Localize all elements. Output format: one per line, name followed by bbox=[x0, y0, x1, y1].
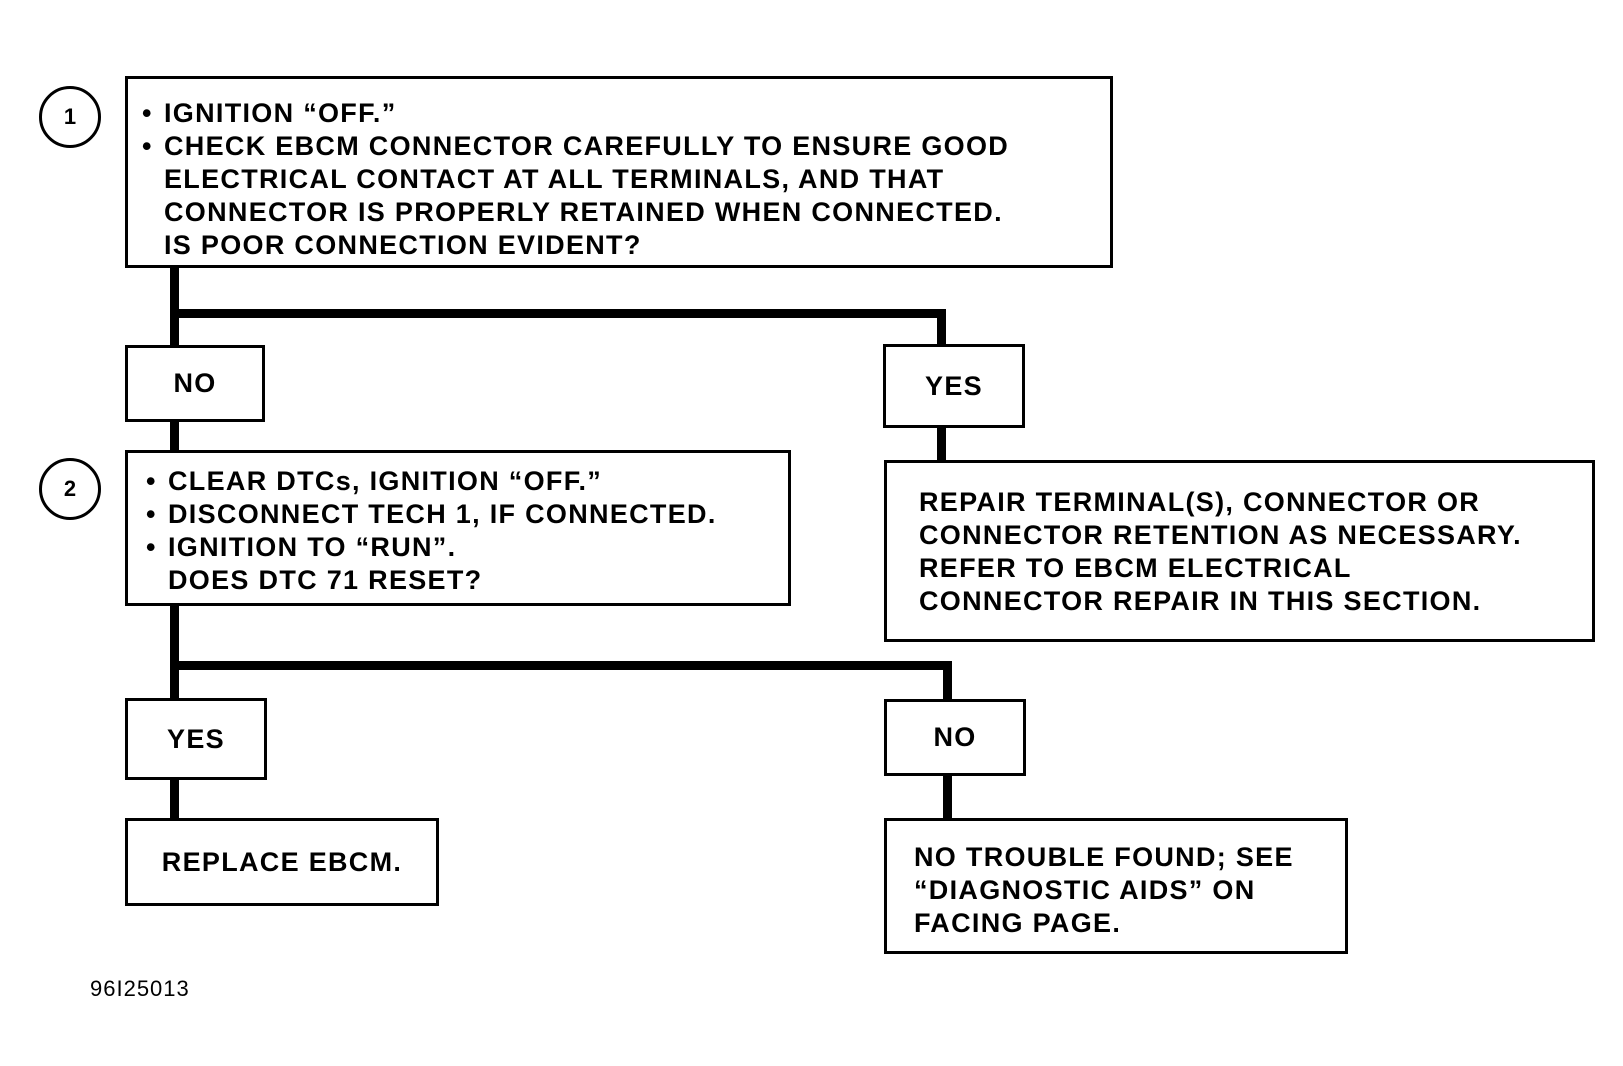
step-2-text: CLEAR DTCs, IGNITION “OFF.” DISCONNECT T… bbox=[146, 465, 788, 597]
connector-line bbox=[170, 309, 946, 318]
repair-connector-text: REPAIR TERMINAL(S), CONNECTOR OR CONNECT… bbox=[919, 486, 1592, 618]
connector-line bbox=[170, 778, 179, 820]
connector-line bbox=[937, 426, 946, 466]
step-1-bullet: CHECK EBCM CONNECTOR CAREFULLY TO ENSURE… bbox=[142, 130, 1110, 163]
step-2-number: 2 bbox=[39, 458, 101, 520]
connector-line bbox=[943, 661, 952, 701]
step-1-no-label: NO bbox=[125, 345, 265, 422]
connector-line bbox=[170, 420, 179, 454]
step-2-bullet: DISCONNECT TECH 1, IF CONNECTED. bbox=[146, 498, 788, 531]
step-2-box: CLEAR DTCs, IGNITION “OFF.” DISCONNECT T… bbox=[125, 450, 791, 606]
step-1-number: 1 bbox=[39, 86, 101, 148]
repair-connector-box: REPAIR TERMINAL(S), CONNECTOR OR CONNECT… bbox=[884, 460, 1595, 642]
step-1-box: IGNITION “OFF.” CHECK EBCM CONNECTOR CAR… bbox=[125, 76, 1113, 268]
connector-line bbox=[937, 309, 946, 345]
step-1-continuation: IS POOR CONNECTION EVIDENT? bbox=[164, 230, 642, 260]
connector-line bbox=[170, 606, 179, 700]
result-line: NO TROUBLE FOUND; SEE bbox=[914, 842, 1294, 872]
step-2-bullet: CLEAR DTCs, IGNITION “OFF.” bbox=[146, 465, 788, 498]
figure-id: 96I25013 bbox=[90, 976, 190, 1001]
step-1-bullet: IGNITION “OFF.” bbox=[142, 97, 1110, 130]
step-1-continuation: ELECTRICAL CONTACT AT ALL TERMINALS, AND… bbox=[164, 164, 945, 194]
replace-ebcm-text: REPLACE EBCM. bbox=[161, 846, 403, 877]
connector-line bbox=[943, 774, 952, 820]
step-1-yes-label: YES bbox=[883, 344, 1025, 428]
replace-ebcm-box: REPLACE EBCM. bbox=[125, 818, 439, 906]
result-line: REPAIR TERMINAL(S), CONNECTOR OR bbox=[919, 487, 1481, 517]
result-line: FACING PAGE. bbox=[914, 908, 1122, 938]
result-line: “DIAGNOSTIC AIDS” ON bbox=[914, 875, 1256, 905]
result-line: REFER TO EBCM ELECTRICAL bbox=[919, 553, 1352, 583]
step-2-bullet: IGNITION TO “RUN”. bbox=[146, 531, 788, 564]
result-line: CONNECTOR RETENTION AS NECESSARY. bbox=[919, 520, 1522, 550]
connector-line bbox=[170, 266, 179, 346]
no-trouble-found-text: NO TROUBLE FOUND; SEE “DIAGNOSTIC AIDS” … bbox=[914, 841, 1345, 940]
result-line: CONNECTOR REPAIR IN THIS SECTION. bbox=[919, 586, 1482, 616]
no-trouble-found-box: NO TROUBLE FOUND; SEE “DIAGNOSTIC AIDS” … bbox=[884, 818, 1348, 954]
step-2-continuation: DOES DTC 71 RESET? bbox=[168, 565, 483, 595]
step-1-continuation: CONNECTOR IS PROPERLY RETAINED WHEN CONN… bbox=[164, 197, 1003, 227]
step-2-no-label: NO bbox=[884, 699, 1026, 776]
step-1-text: IGNITION “OFF.” CHECK EBCM CONNECTOR CAR… bbox=[142, 97, 1110, 262]
step-2-yes-label: YES bbox=[125, 698, 267, 780]
connector-line bbox=[170, 661, 952, 670]
